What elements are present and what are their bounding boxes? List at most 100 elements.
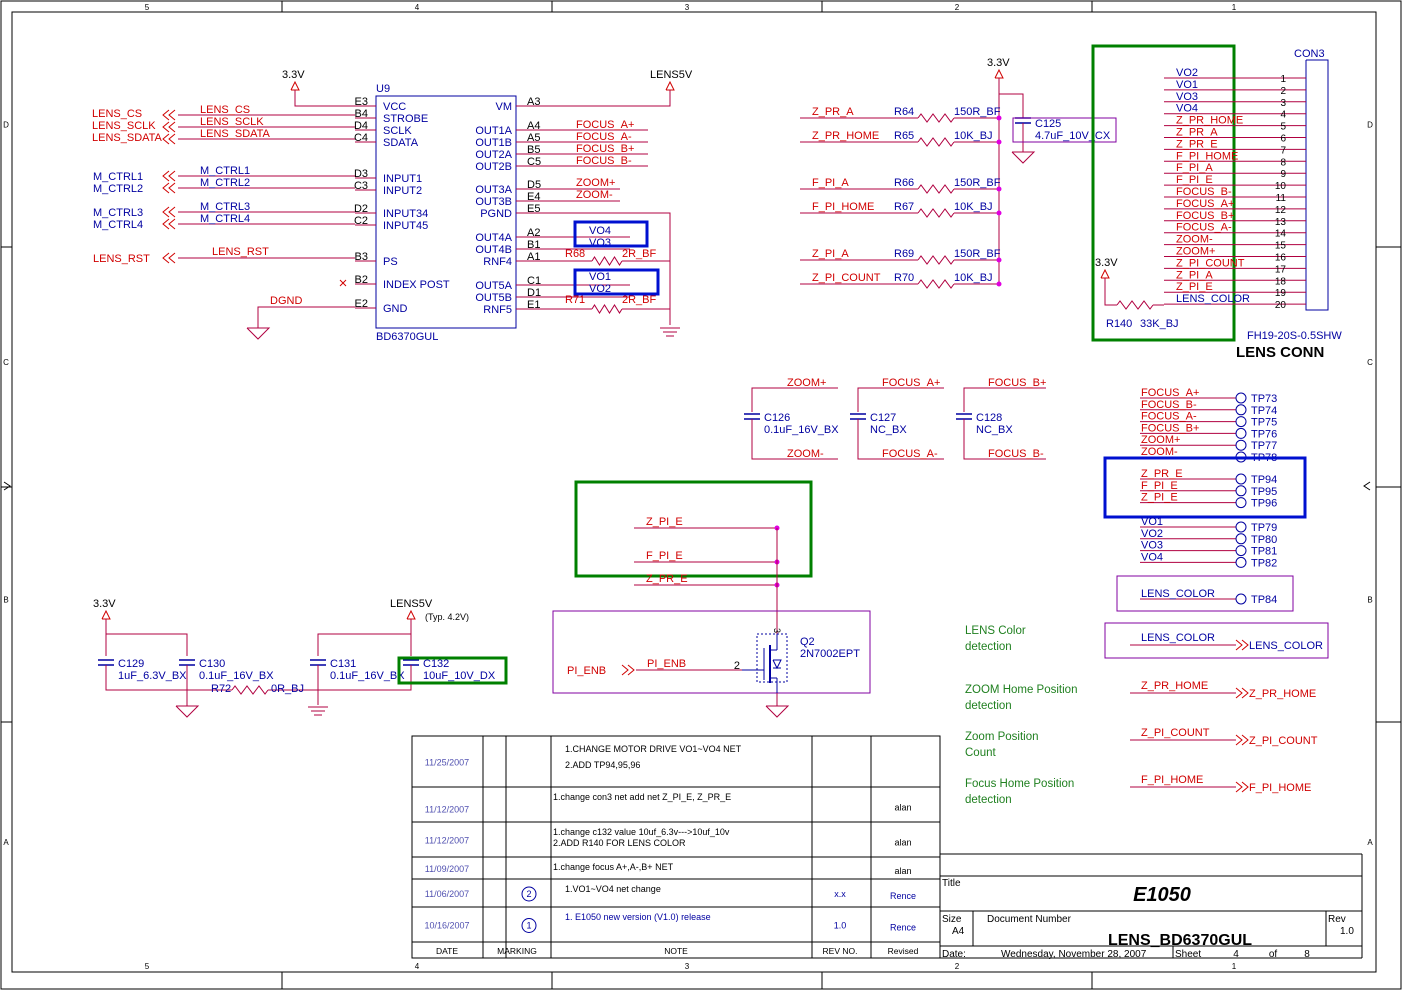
port-arrow-icon: [1235, 639, 1249, 651]
u9-pin-num: C3: [354, 180, 368, 192]
detection-note: detection: [965, 700, 1012, 712]
lens-color-det-box: [1104, 622, 1329, 659]
port-arrow-icon: [162, 121, 176, 133]
highlight-box-blue: [1103, 456, 1307, 519]
port-label: PI_ENB: [567, 665, 606, 677]
power-label: 3.3V: [93, 598, 116, 610]
frame-col-label: 3: [685, 3, 690, 12]
rev-no: x.x: [834, 889, 846, 899]
tp-label: TP73: [1251, 393, 1277, 405]
rev-header: REV NO.: [823, 946, 858, 956]
tp-net: FOCUS_A-: [1141, 411, 1197, 423]
power-label: LENS5V: [390, 598, 433, 610]
capacitor-symbol: [850, 413, 866, 420]
con3-net: VO3: [1176, 91, 1198, 103]
con3-pin-num: 3: [1280, 98, 1286, 109]
resistor-ref: R68: [565, 248, 585, 260]
port-label: Z_PR_HOME: [1249, 688, 1316, 700]
detection-note: Focus Home Position: [965, 778, 1074, 790]
resistor-symbol: [917, 255, 955, 265]
port-arrow-icon: [162, 121, 170, 133]
con3-pin-num: 4: [1280, 110, 1286, 121]
u9-pin-name: INPUT45: [383, 220, 428, 232]
con3-net: F_PI_A: [1176, 162, 1213, 174]
power-arrow-icon: [1100, 268, 1110, 279]
rev-marking: 2: [526, 889, 531, 899]
q2-box: [552, 610, 871, 694]
u9-part: BD6370GUL: [376, 331, 438, 343]
highlight-box-blue: [573, 268, 660, 296]
con3-pin-num: 7: [1280, 145, 1286, 156]
wire: [317, 619, 412, 656]
tp-label: TP76: [1251, 428, 1277, 440]
diode-icon: [772, 659, 782, 670]
wire: [339, 279, 347, 287]
tp-label: TP75: [1251, 417, 1277, 429]
rev-by: Rence: [890, 891, 916, 901]
date-label: Date:: [942, 949, 966, 960]
resistor-value: 150R_BF: [954, 106, 1001, 118]
con3-net: LENS_COLOR: [1176, 293, 1250, 305]
resistor-value: 10K_BJ: [954, 130, 993, 142]
frame-row-label: D: [1367, 121, 1373, 130]
net-label: Z_PR_A: [812, 106, 854, 118]
test-point-icon: [1235, 404, 1247, 416]
port-arrow-icon: [162, 170, 170, 182]
capacitor-symbol: [744, 413, 760, 420]
u9-pin-name: OUT2B: [475, 161, 512, 173]
port-arrow-icon: [1235, 781, 1249, 793]
power-label: 3.3V: [282, 69, 305, 81]
size-label: Size: [942, 914, 962, 925]
con3-pin-num: 18: [1275, 276, 1287, 287]
wire: [963, 387, 1046, 412]
rev-date: 11/06/2007: [425, 889, 469, 899]
tp-label: TP96: [1251, 498, 1277, 510]
resistor-ref: R70: [894, 272, 914, 284]
con3-pin-num: 8: [1280, 157, 1286, 168]
u9-pin-name: SDATA: [383, 137, 419, 149]
test-points: FOCUS_A+TP73FOCUS_B-TP74FOCUS_A-TP75FOCU…: [1103, 387, 1307, 612]
tp-net: VO4: [1141, 551, 1163, 563]
port-arrow-icon: [1241, 639, 1249, 651]
cap-value: 4.7uF_10V_CX: [1035, 130, 1111, 142]
rev-header: MARKING: [497, 946, 537, 956]
u9-pin-num: B1: [527, 239, 540, 251]
rev-note: 1.change con3 net add net Z_PI_E, Z_PR_E: [553, 792, 731, 802]
port-label: F_PI_HOME: [1249, 782, 1311, 794]
ground-icon: [765, 705, 790, 718]
test-point-icon: [1235, 416, 1247, 428]
u9-pin-name: OUT5B: [475, 292, 512, 304]
resistor-ref: R69: [894, 248, 914, 260]
frame-arrow-icon: [1363, 481, 1371, 491]
detection-note: ZOOM Home Position: [965, 684, 1077, 696]
resistor-ref: R71: [565, 294, 585, 306]
resistor-value: 150R_BF: [954, 177, 1001, 189]
port-arrow-icon: [162, 182, 176, 194]
port-arrow-icon: [162, 109, 170, 121]
port-arrow-icon: [1235, 687, 1249, 699]
port-arrow-icon: [627, 664, 635, 676]
u9-right-nets: LENS5VFOCUS_A+FOCUS_A-FOCUS_B+FOCUS_B-ZO…: [540, 69, 693, 337]
q2-ref: Q2: [800, 636, 815, 648]
tp-label: TP79: [1251, 522, 1277, 534]
junction-dot: [996, 257, 1002, 263]
wire: [751, 387, 838, 412]
port-arrow-icon: [168, 133, 176, 145]
net-label: Z_PI_COUNT: [812, 272, 881, 284]
resistor-symbol: [917, 208, 955, 218]
net-label: LENS_RST: [212, 246, 269, 258]
net-label: PI_ENB: [647, 658, 686, 670]
test-point-icon: [1235, 427, 1247, 439]
tp-net: F_PI_E: [1141, 480, 1178, 492]
lens-color-tp-box: [1116, 575, 1294, 612]
net-label: F_PI_HOME: [812, 201, 874, 213]
con3-net: VO4: [1176, 103, 1198, 115]
net-label: F_PI_HOME: [1141, 774, 1203, 786]
con3-net: Z_PI_A: [1176, 269, 1213, 281]
port-arrow-icon: [168, 121, 176, 133]
con3-pin-num: 2: [1280, 86, 1286, 97]
cap-value: 10uF_10V_DX: [423, 670, 496, 682]
u9-pin-name: OUT4B: [475, 244, 512, 256]
u9-pin-num: E5: [527, 203, 540, 215]
